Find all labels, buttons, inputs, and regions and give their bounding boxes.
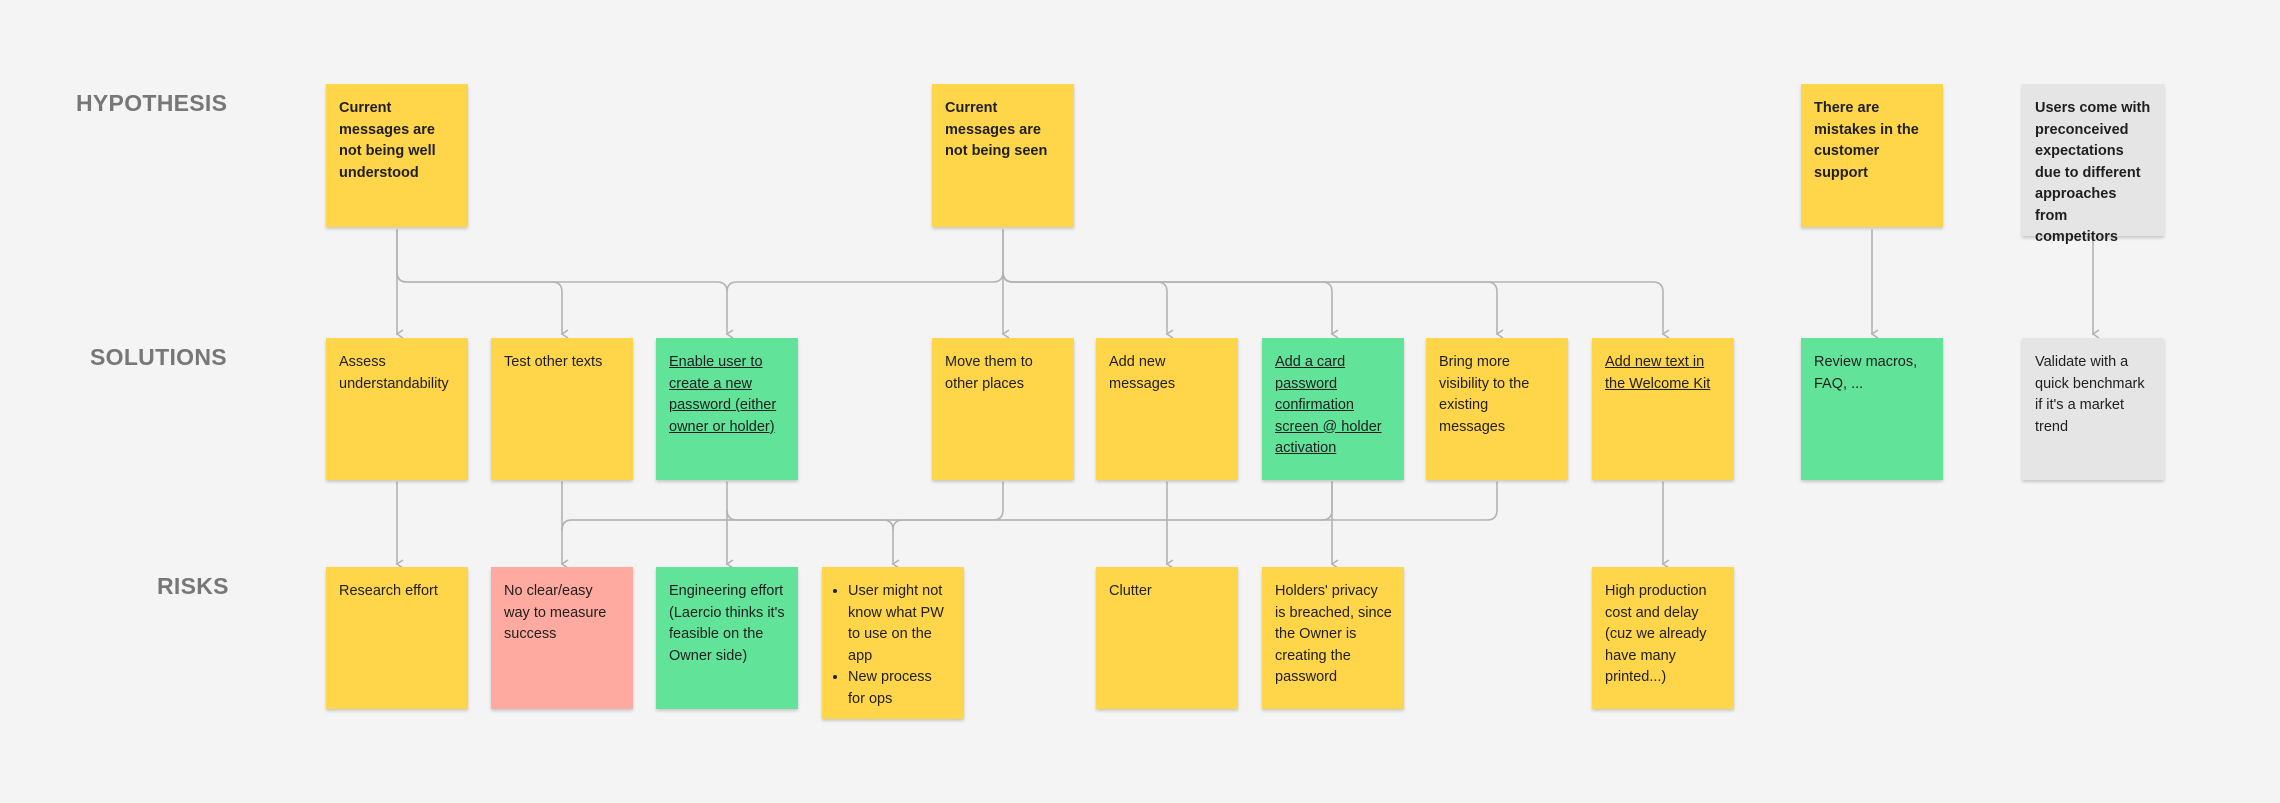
sticky-risk-engineering-effort[interactable]: Engineering effort (Laercio thinks it's …: [656, 567, 798, 709]
row-label-solutions: SOLUTIONS: [90, 344, 227, 370]
risk-bullet-item: User might not know what PW to use on th…: [848, 581, 952, 667]
sticky-hypothesis-support-mistakes[interactable]: There are mistakes in the customer suppo…: [1801, 84, 1943, 227]
sticky-solution-card-password-confirmation[interactable]: Add a card password confirmation screen …: [1262, 338, 1404, 480]
row-label-hypothesis: HYPOTHESIS: [76, 90, 228, 116]
connector-s7-r2: [561, 481, 1498, 531]
row-label-risks: RISKS: [157, 573, 229, 599]
risk-bullet-item: New process for ops: [848, 667, 952, 710]
sticky-hypothesis-preconceived-expectations[interactable]: Users come with preconceived expectation…: [2022, 84, 2164, 245]
sticky-risk-holders-privacy[interactable]: Holders' privacy is breached, since the …: [1262, 567, 1404, 709]
sticky-solution-assess-understandability[interactable]: Assess understandability: [326, 338, 468, 480]
sticky-solution-test-other-texts[interactable]: Test other texts: [491, 338, 633, 480]
sticky-risk-clutter[interactable]: Clutter: [1096, 567, 1238, 709]
sticky-risk-password-confusion[interactable]: User might not know what PW to use on th…: [822, 567, 964, 719]
sticky-hypothesis-messages-not-understood[interactable]: Current messages are not being well unde…: [326, 84, 468, 227]
sticky-risk-no-success-measure[interactable]: No clear/easy way to measure success: [491, 567, 633, 709]
sticky-solution-welcome-kit-text[interactable]: Add new text in the Welcome Kit: [1592, 338, 1734, 480]
connector-s4-r2: [561, 481, 1004, 531]
sticky-hypothesis-messages-not-seen[interactable]: Current messages are not being seen: [932, 84, 1074, 227]
sticky-solution-review-macros[interactable]: Review macros, FAQ, ...: [1801, 338, 1943, 480]
connector-s3-r4: [726, 509, 900, 569]
sticky-risk-production-cost[interactable]: High production cost and delay (cuz we a…: [1592, 567, 1734, 709]
sticky-solution-move-to-other-places[interactable]: Move them to other places: [932, 338, 1074, 480]
connector-h2-s8: [1002, 271, 1670, 339]
sticky-solution-add-new-messages[interactable]: Add new messages: [1096, 338, 1238, 480]
sticky-solution-enable-new-password[interactable]: Enable user to create a new password (ei…: [656, 338, 798, 480]
connector-h1-s3: [396, 271, 734, 339]
risk-bullet-list: User might not know what PW to use on th…: [830, 581, 952, 710]
sticky-solution-bring-visibility[interactable]: Bring more visibility to the existing me…: [1426, 338, 1568, 480]
sticky-solution-quick-benchmark[interactable]: Validate with a quick benchmark if it's …: [2022, 338, 2164, 480]
sticky-risk-research-effort[interactable]: Research effort: [326, 567, 468, 709]
connector-s6-r4: [892, 481, 1333, 531]
connector-h2-s3: [726, 229, 1004, 293]
